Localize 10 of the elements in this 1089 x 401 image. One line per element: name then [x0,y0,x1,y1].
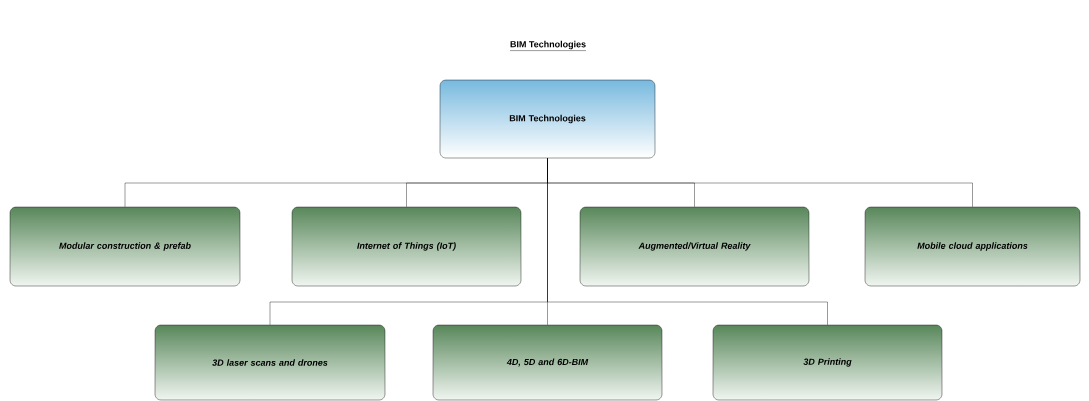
category-box: 3D Printing [712,324,943,401]
category-box: Internet of Things (IoT) [291,206,522,287]
category-box: Modular construction & prefab [9,206,241,287]
root-box: BIM Technologies [439,79,656,159]
connector [547,158,828,325]
category-box: 4D, 5D and 6D-BIM [432,324,663,401]
category-box: Augmented/Virtual Reality [579,206,810,287]
category-box: Mobile cloud applications [864,206,1081,287]
title: BIM Technologies [509,40,587,51]
category-box: 3D laser scans and drones [154,324,386,401]
